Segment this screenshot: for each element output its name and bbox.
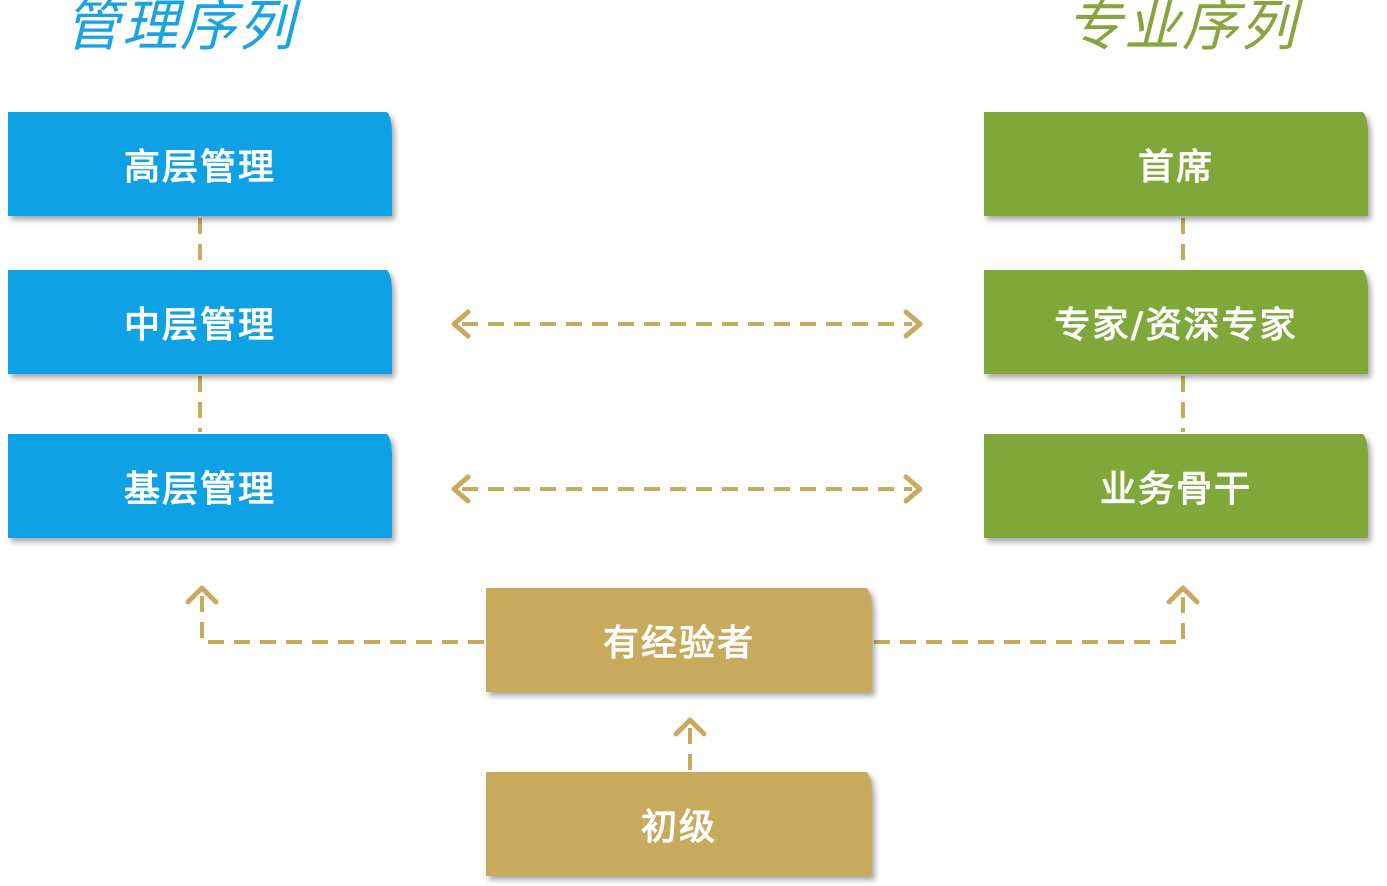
chief-label: 首席: [1137, 147, 1214, 188]
path-experienced-to-junior-mgmt: [200, 594, 484, 644]
middle-management-label: 中层管理: [123, 305, 276, 346]
arrowhead-up-junior-mgmt: [185, 585, 219, 605]
backbone-box: 业务骨干: [984, 434, 1368, 538]
junior-management-label: 基层管理: [123, 469, 276, 510]
management-sequence-title: 管理序列: [64, 0, 296, 59]
senior-management-label: 高层管理: [123, 147, 276, 188]
expert-box: 专家/资深专家: [984, 270, 1368, 374]
arrowhead-right-junior: [903, 474, 923, 504]
experienced-box: 有经验者: [486, 588, 872, 692]
professional-sequence-title: 专业序列: [1066, 0, 1298, 59]
arrowhead-up-experienced: [673, 717, 707, 737]
arrowhead-right-middle: [903, 309, 923, 339]
arrowhead-left-middle: [451, 309, 471, 339]
senior-management-box: 高层管理: [8, 112, 392, 216]
junior-management-box: 基层管理: [8, 434, 392, 538]
expert-label: 专家/资深专家: [1054, 305, 1298, 346]
middle-management-box: 中层管理: [8, 270, 392, 374]
arrowhead-up-backbone: [1166, 585, 1200, 605]
arrowhead-left-junior: [451, 474, 471, 504]
entry-level-box: 初级: [486, 772, 872, 876]
experienced-label: 有经验者: [602, 623, 755, 664]
backbone-label: 业务骨干: [1099, 469, 1252, 510]
chief-box: 首席: [984, 112, 1368, 216]
path-experienced-to-backbone: [874, 594, 1185, 644]
entry-level-label: 初级: [640, 807, 717, 848]
